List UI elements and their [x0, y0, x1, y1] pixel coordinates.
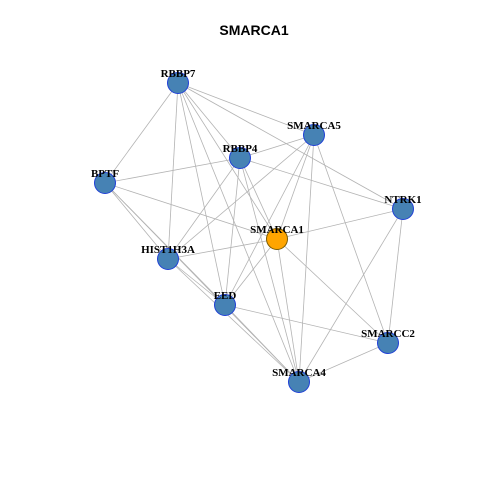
edge-ntrk1-smarca1 [276, 208, 404, 240]
edge-smarca1-smarca4 [276, 238, 300, 383]
node-smarca1[interactable] [266, 228, 288, 250]
edge-smarca5-smarca1 [276, 134, 315, 240]
node-rbbp7[interactable] [167, 72, 189, 94]
edge-bptf-smarca1 [104, 182, 278, 240]
edge-rbbp4-ntrk1 [239, 157, 404, 210]
edge-rbbp7-ntrk1 [177, 82, 404, 210]
edge-hist1h3a-smarca4 [167, 258, 300, 383]
edge-rbbp7-bptf [104, 82, 179, 184]
node-eed[interactable] [214, 294, 236, 316]
node-label-smarca1: SMARCA1 [250, 224, 304, 236]
node-label-ntrk1: NTRK1 [384, 194, 421, 206]
edge-smarca1-smarcc2 [276, 238, 389, 344]
edge-rbbp4-hist1h3a [167, 157, 241, 260]
node-label-hist1h3a: HIST1H3A [141, 244, 195, 256]
graph-title: SMARCA1 [219, 22, 288, 38]
node-ntrk1[interactable] [392, 198, 414, 220]
edge-ntrk1-smarca4 [298, 208, 404, 383]
node-label-smarca4: SMARCA4 [272, 367, 326, 379]
edge-rbbp4-bptf [104, 157, 241, 184]
edge-smarca1-eed [224, 238, 278, 306]
edge-smarca1-hist1h3a [167, 238, 278, 260]
node-smarca4[interactable] [288, 371, 310, 393]
edge-rbbp7-rbbp4 [177, 82, 241, 159]
edge-smarca5-smarca4 [298, 134, 315, 383]
edge-rbbp7-smarca5 [177, 82, 315, 136]
edge-rbbp7-eed [177, 82, 226, 306]
node-label-rbbp4: RBBP4 [223, 143, 258, 155]
node-layer [94, 72, 414, 393]
node-label-eed: EED [214, 290, 237, 302]
edge-rbbp7-hist1h3a [167, 82, 179, 260]
edge-hist1h3a-eed [167, 258, 226, 306]
edge-ntrk1-smarcc2 [387, 208, 404, 344]
edge-rbbp4-smarca4 [239, 157, 300, 383]
node-bptf[interactable] [94, 172, 116, 194]
edge-rbbp7-smarca4 [177, 82, 300, 383]
edge-bptf-hist1h3a [104, 182, 169, 260]
edge-smarca5-smarcc2 [313, 134, 389, 344]
edge-smarca5-eed [224, 134, 315, 306]
edge-eed-smarcc2 [224, 304, 389, 344]
node-label-smarca5: SMARCA5 [287, 120, 341, 132]
node-hist1h3a[interactable] [157, 248, 179, 270]
node-smarca5[interactable] [303, 124, 325, 146]
edge-smarca5-hist1h3a [167, 134, 315, 260]
edge-rbbp4-eed [224, 157, 241, 306]
node-label-bptf: BPTF [91, 168, 119, 180]
edge-rbbp7-smarca1 [177, 82, 278, 240]
edge-smarca5-rbbp4 [239, 134, 315, 159]
edge-eed-smarca4 [224, 304, 300, 383]
edge-smarcc2-smarca4 [298, 342, 389, 383]
edge-rbbp4-smarca1 [239, 157, 278, 240]
node-smarcc2[interactable] [377, 332, 399, 354]
node-label-rbbp7: RBBP7 [161, 68, 196, 80]
edge-layer [104, 82, 404, 383]
node-label-smarcc2: SMARCC2 [361, 328, 415, 340]
node-rbbp4[interactable] [229, 147, 251, 169]
